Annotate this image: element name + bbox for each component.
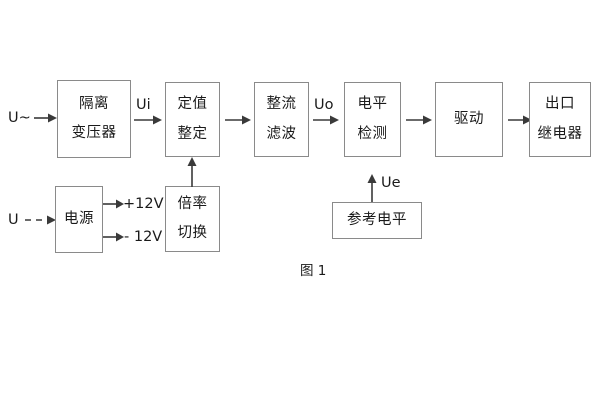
block-line: 整流 <box>266 96 297 113</box>
block-rectify-filter: 整流 滤波 <box>254 82 309 157</box>
block-line: 隔离 <box>79 95 109 112</box>
block-line: 电源 <box>64 210 94 227</box>
signal-label-uo: Uo <box>314 97 334 113</box>
block-reference-level: 参考电平 <box>332 202 422 239</box>
arrow-drive-to-output-relay <box>508 114 532 126</box>
block-isolation-transformer: 隔离 变压器 <box>57 80 131 158</box>
arrow-level-detection-to-drive <box>406 114 432 126</box>
signal-label-ui: Ui <box>136 97 151 113</box>
arrow-ac-to-isolation-transformer <box>34 112 58 124</box>
block-line: 倍率 <box>177 195 208 212</box>
arrow-multiplier-switch-to-setting-value <box>186 157 198 187</box>
input-label-ac: U~ <box>8 110 31 126</box>
block-drive: 驱动 <box>435 82 503 157</box>
arrow-dc-to-power-supply <box>25 214 57 226</box>
block-line: 检测 <box>357 125 388 142</box>
block-multiplier-switch: 倍率 切换 <box>165 186 220 252</box>
block-setting-value: 定值 整定 <box>165 82 220 157</box>
block-line: 定值 <box>177 96 208 113</box>
block-line: 参考电平 <box>347 211 407 228</box>
block-line: 变压器 <box>71 125 117 141</box>
arrow-setting-value-to-rectify-filter <box>225 114 251 126</box>
arrow-rectify-filter-to-level-detection <box>313 114 339 126</box>
voltage-label-plus12v: +12V <box>123 196 164 212</box>
block-line: 驱动 <box>454 110 484 127</box>
arrow-power-supply-plus12v <box>103 198 125 210</box>
block-line: 出口 <box>545 96 575 113</box>
voltage-label-minus12v: - 12V <box>124 229 163 245</box>
block-power-supply: 电源 <box>55 186 103 253</box>
block-line: 继电器 <box>537 125 583 142</box>
arrow-reference-level-to-level-detection <box>366 174 378 203</box>
block-level-detection: 电平 检测 <box>344 82 401 157</box>
block-line: 电平 <box>357 96 388 113</box>
signal-label-ue: Ue <box>381 175 401 191</box>
block-line: 滤波 <box>266 125 297 142</box>
input-label-dc: U <box>8 212 19 228</box>
figure-caption: 图 1 <box>300 263 327 279</box>
block-output-relay: 出口 继电器 <box>529 82 591 157</box>
block-line: 整定 <box>177 125 208 142</box>
arrow-power-supply-minus12v <box>103 231 125 243</box>
arrow-isolation-transformer-to-setting-value <box>134 114 162 126</box>
block-line: 切换 <box>177 225 208 241</box>
